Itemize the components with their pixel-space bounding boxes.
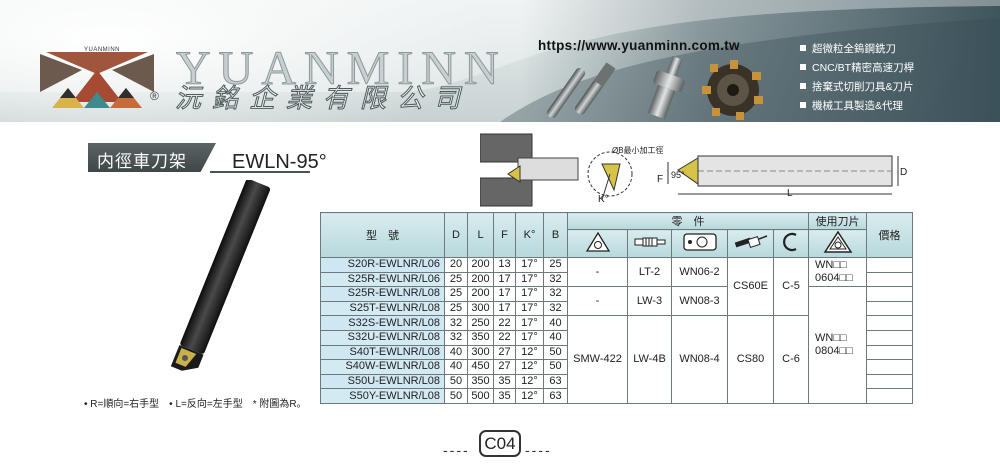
feature-item: 機械工具製造&代理 bbox=[800, 97, 914, 113]
logo-caption: YUANMINN bbox=[84, 47, 121, 53]
wrench-cell: CS80 bbox=[727, 315, 774, 404]
price-cell bbox=[866, 373, 913, 390]
spec-table: 型 號 D L F K° B 零 件 使用刀片 價格 bbox=[320, 212, 913, 404]
page-number-box: C04 bbox=[479, 430, 521, 457]
price-cell bbox=[866, 257, 913, 273]
model-cell: S32U-EWLNR/L08 bbox=[320, 329, 445, 346]
clip-cell: C-5 bbox=[773, 256, 809, 317]
insert-cell: WN□□0604□□ bbox=[808, 256, 867, 288]
feature-item: 捨棄式切削刀具&刀片 bbox=[800, 78, 914, 94]
shim-icon bbox=[567, 229, 628, 258]
page-dash-right: ---- bbox=[525, 442, 552, 458]
shim-cell: - bbox=[567, 256, 628, 288]
model-cell: S50U-EWLNR/L08 bbox=[320, 373, 445, 390]
price-cell bbox=[866, 300, 913, 317]
col-l: L bbox=[467, 212, 494, 258]
model-cell: S50Y-EWLNR/L08 bbox=[320, 388, 445, 404]
wrench-icon bbox=[727, 229, 774, 258]
wrench-cell: CS60E bbox=[727, 256, 774, 317]
price-cell bbox=[866, 315, 913, 331]
model-cell: S25R-EWLNR/L08 bbox=[320, 286, 445, 302]
brand-name-english: YUANMINN bbox=[176, 42, 507, 95]
price-cell bbox=[866, 344, 913, 361]
screw-cell: WN08-3 bbox=[671, 286, 728, 317]
side-view-diagram bbox=[667, 155, 899, 195]
col-model: 型 號 bbox=[320, 212, 445, 258]
insert-icon bbox=[808, 229, 867, 258]
model-cell: S25T-EWLNR/L08 bbox=[320, 300, 445, 317]
bore-diagram bbox=[480, 133, 579, 207]
label-f: F bbox=[657, 174, 664, 185]
insert-cell: WN□□0804□□ bbox=[808, 286, 867, 404]
price-cell bbox=[866, 329, 913, 346]
price-cell bbox=[866, 286, 913, 302]
price-cell bbox=[866, 359, 913, 375]
col-price: 價格 bbox=[866, 212, 913, 258]
model-cell: S32S-EWLNR/L08 bbox=[320, 315, 445, 331]
pin-icon bbox=[627, 229, 672, 258]
feature-item: 超微粒全鎢鋼銑刀 bbox=[800, 40, 914, 56]
header-banner: YUANMINN ® YUANMINN 沅銘企業有限公司 https://www… bbox=[0, 0, 1000, 122]
col-d: D bbox=[444, 212, 468, 258]
pin-cell: LW-4B bbox=[627, 315, 672, 404]
section-underline bbox=[210, 171, 310, 173]
banner-swoosh bbox=[0, 0, 1000, 122]
model-cell: S20R-EWLNR/L06 bbox=[320, 257, 445, 273]
shim-cell: SMW-422 bbox=[567, 315, 628, 404]
price-cell bbox=[866, 271, 913, 288]
shim-cell: - bbox=[567, 286, 628, 317]
section-title: 内徑車刀架 bbox=[97, 152, 187, 171]
angle-label: 95° bbox=[671, 170, 685, 180]
notes: • R=順向=右手型 • L=反向=左手型 * 附圖為R。 bbox=[84, 399, 307, 410]
tool-holder-image bbox=[647, 56, 685, 120]
label-d: D bbox=[900, 167, 908, 178]
registered-mark: ® bbox=[150, 89, 159, 103]
pin-cell: LW-3 bbox=[627, 286, 672, 317]
screw-cell: WN08-4 bbox=[671, 315, 728, 404]
col-k: K° bbox=[515, 212, 544, 258]
label-k: K° bbox=[598, 194, 609, 205]
min-bore-label: ØB最小加工徑 bbox=[612, 146, 664, 155]
col-f: F bbox=[493, 212, 516, 258]
clip-icon bbox=[773, 229, 809, 258]
clamp-screw-icon bbox=[671, 229, 728, 258]
company-logo bbox=[40, 52, 154, 108]
face-mill-image bbox=[702, 60, 763, 120]
screw-cell: WN06-2 bbox=[671, 256, 728, 288]
endmill-image bbox=[546, 62, 616, 119]
clip-cell: C-6 bbox=[773, 315, 809, 404]
pin-cell: LT-2 bbox=[627, 256, 672, 288]
feature-list: 超微粒全鎢鋼銑刀 CNC/BT精密高速刀桿 捨棄式切削刀具&刀片 機械工具製造&… bbox=[800, 40, 914, 116]
price-cell bbox=[866, 388, 913, 404]
section-title-tab: 内徑車刀架 bbox=[88, 143, 216, 172]
page-number: ---- C04 ---- bbox=[443, 430, 557, 458]
col-b: B bbox=[543, 212, 568, 258]
model-cell: S40T-EWLNR/L08 bbox=[320, 344, 445, 361]
insert-angle-diagram bbox=[587, 151, 633, 201]
col-insert: 使用刀片 bbox=[808, 212, 867, 230]
section-model: EWLN-95° bbox=[232, 151, 327, 173]
model-cell: S25R-EWLNR/L06 bbox=[320, 271, 445, 288]
model-cell: S40W-EWLNR/L08 bbox=[320, 359, 445, 375]
website-url[interactable]: https://www.yuanminn.com.tw bbox=[538, 38, 740, 53]
feature-item: CNC/BT精密高速刀桿 bbox=[800, 59, 914, 75]
brand-name-chinese: 沅銘企業有限公司 bbox=[174, 84, 472, 114]
page-dash-left: ---- bbox=[443, 442, 470, 458]
col-parts: 零 件 bbox=[567, 212, 809, 230]
label-l: L bbox=[787, 188, 793, 199]
boring-bar-image bbox=[170, 180, 271, 371]
